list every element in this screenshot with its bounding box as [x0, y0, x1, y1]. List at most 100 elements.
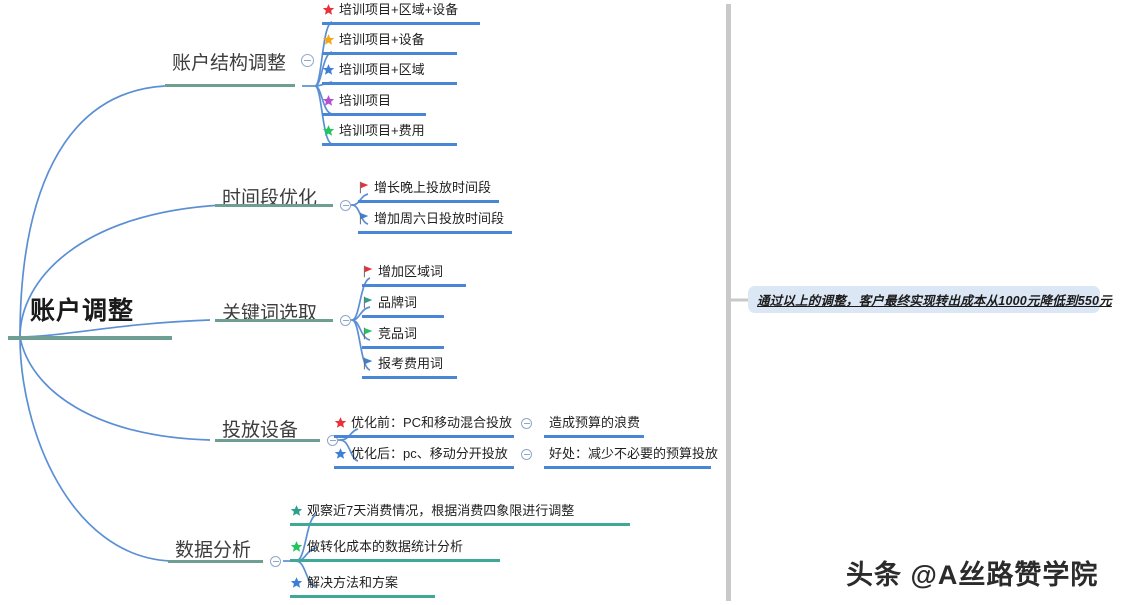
leaf-label: 观察近7天消费情况，根据消费四象限进行调整 — [307, 503, 575, 518]
star-icon — [322, 3, 335, 16]
branch-label: 关键词选取 — [222, 303, 318, 324]
watermark-text: 头条 @A丝路赞学院 — [846, 553, 1098, 592]
collapse-minus-icon-subnode-1[interactable] — [521, 418, 532, 429]
leaf-underline — [362, 346, 444, 349]
leaf-node[interactable]: 观察近7天消费情况，根据消费四象限进行调整 — [290, 503, 574, 518]
subleaf-node[interactable]: 造成预算的浪费 — [549, 415, 640, 430]
collapse-minus-icon-subnode-2[interactable] — [521, 449, 532, 460]
summary-note-text: 通过以上的调整，客户最终实现转出成本从1000元降低到550元 — [757, 294, 1112, 308]
leaf-node[interactable]: 培训项目+费用 — [322, 123, 425, 138]
leaf-underline — [334, 466, 514, 469]
collapse-minus-icon-branch-2[interactable] — [340, 200, 351, 211]
branch-underline — [215, 204, 333, 207]
star-icon — [290, 576, 303, 589]
summary-note-box[interactable]: 通过以上的调整，客户最终实现转出成本从1000元降低到550元 — [748, 286, 1112, 313]
leaf-node[interactable]: 品牌词 — [362, 295, 417, 310]
leaf-underline — [322, 52, 457, 55]
branch-underline — [215, 439, 320, 442]
leaf-node[interactable]: 优化后：pc、移动分开投放 — [334, 446, 508, 461]
leaf-underline — [290, 523, 630, 526]
leaf-label: 增长晚上投放时间段 — [374, 180, 492, 195]
leaf-underline — [358, 200, 499, 203]
flag-icon — [362, 296, 374, 309]
branch-node-keyword-selection[interactable]: 关键词选取 — [222, 298, 317, 325]
leaf-node[interactable]: 报考费用词 — [362, 356, 443, 371]
leaf-node[interactable]: 解决方法和方案 — [290, 575, 398, 590]
leaf-label: 竞品词 — [378, 326, 418, 341]
leaf-label: 优化后：pc、移动分开投放 — [351, 446, 508, 461]
leaf-underline — [362, 315, 444, 318]
leaf-node[interactable]: 增加区域词 — [362, 264, 443, 279]
leaf-label: 优化前：PC和移动混合投放 — [351, 415, 513, 430]
leaf-underline — [362, 376, 457, 379]
branch-label: 账户结构调整 — [172, 53, 287, 74]
subleaf-label: 造成预算的浪费 — [549, 415, 641, 430]
leaf-node[interactable]: 竞品词 — [362, 326, 417, 341]
leaf-label: 培训项目+区域+设备 — [339, 2, 459, 17]
leaf-label: 增加区域词 — [378, 264, 444, 279]
leaf-label: 做转化成本的数据统计分析 — [307, 539, 464, 554]
star-icon — [322, 124, 335, 137]
leaf-node[interactable]: 培训项目+区域 — [322, 62, 425, 77]
star-icon — [322, 63, 335, 76]
leaf-node[interactable]: 增长晚上投放时间段 — [358, 180, 491, 195]
subleaf-underline — [544, 466, 711, 469]
star-icon — [322, 33, 335, 46]
leaf-underline — [334, 435, 514, 438]
leaf-underline — [290, 595, 435, 598]
collapse-minus-icon-branch-3[interactable] — [340, 315, 351, 326]
branch-node-account-structure[interactable]: 账户结构调整 — [172, 48, 286, 75]
branch-node-time-optimization[interactable]: 时间段优化 — [222, 183, 317, 210]
leaf-underline — [362, 284, 466, 287]
leaf-underline — [322, 22, 480, 25]
leaf-node[interactable]: 培训项目 — [322, 93, 391, 108]
leaf-label: 报考费用词 — [378, 356, 444, 371]
subleaf-node[interactable]: 好处：减少不必要的预算投放 — [549, 446, 718, 461]
flag-icon — [362, 357, 374, 370]
branch-underline — [165, 84, 295, 87]
leaf-label: 培训项目+区域 — [339, 62, 425, 77]
branch-underline — [168, 560, 263, 563]
leaf-underline — [358, 231, 512, 234]
leaf-node[interactable]: 培训项目+区域+设备 — [322, 2, 458, 17]
branch-label: 数据分析 — [175, 540, 252, 561]
collapse-minus-icon-branch-1[interactable] — [301, 54, 314, 67]
root-underline — [8, 336, 172, 340]
star-icon — [334, 416, 347, 429]
flag-icon — [362, 265, 374, 278]
leaf-node[interactable]: 培训项目+设备 — [322, 32, 425, 47]
branch-underline — [215, 319, 333, 322]
leaf-label: 品牌词 — [378, 295, 418, 310]
star-icon — [290, 540, 303, 553]
leaf-underline — [322, 113, 426, 116]
leaf-label: 培训项目 — [339, 93, 392, 108]
leaf-label: 解决方法和方案 — [307, 575, 399, 590]
subleaf-label: 好处：减少不必要的预算投放 — [549, 446, 719, 461]
leaf-underline — [290, 559, 500, 562]
leaf-node[interactable]: 做转化成本的数据统计分析 — [290, 539, 463, 554]
flag-icon — [358, 181, 370, 194]
trunk-line — [726, 4, 731, 601]
leaf-node[interactable]: 优化前：PC和移动混合投放 — [334, 415, 512, 430]
star-icon — [322, 94, 335, 107]
branch-node-device-targeting[interactable]: 投放设备 — [222, 415, 298, 442]
leaf-underline — [322, 143, 457, 146]
collapse-minus-icon-branch-5[interactable] — [270, 556, 281, 567]
star-icon — [334, 447, 347, 460]
leaf-node[interactable]: 增加周六日投放时间段 — [358, 211, 504, 226]
flag-icon — [358, 212, 370, 225]
leaf-label: 培训项目+费用 — [339, 123, 425, 138]
leaf-label: 培训项目+设备 — [339, 32, 425, 47]
subleaf-underline — [544, 435, 644, 438]
branch-node-data-analysis[interactable]: 数据分析 — [175, 535, 251, 562]
branch-label: 投放设备 — [222, 420, 299, 441]
leaf-underline — [322, 82, 457, 85]
star-icon — [290, 504, 303, 517]
leaf-label: 增加周六日投放时间段 — [374, 211, 505, 226]
branch-label: 时间段优化 — [222, 188, 318, 209]
collapse-minus-icon-branch-4[interactable] — [327, 435, 338, 446]
root-node-label: 账户调整 — [30, 297, 135, 325]
flag-icon — [362, 327, 374, 340]
root-node[interactable]: 账户调整 — [30, 291, 134, 327]
